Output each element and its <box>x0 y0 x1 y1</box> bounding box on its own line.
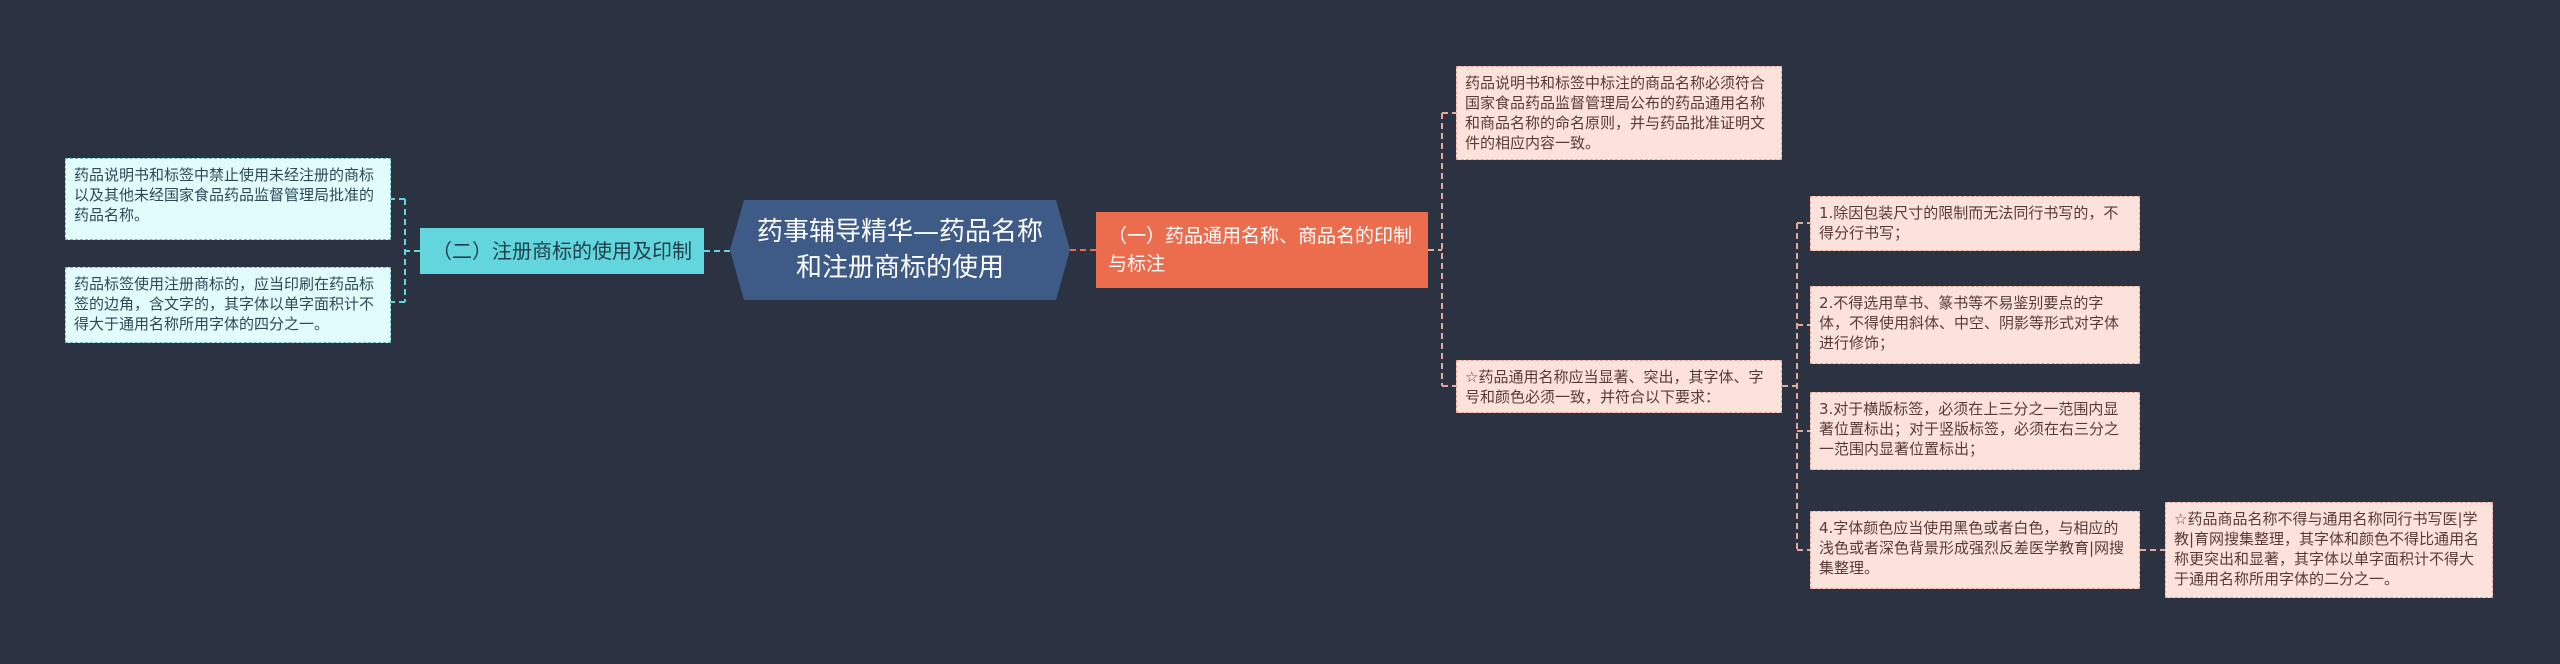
leaf-text: 4.字体颜色应当使用黑色或者白色，与相应的浅色或者深色背景形成强烈反差医学教育|… <box>1819 519 2125 577</box>
leaf-text: 1.除因包装尺寸的限制而无法同行书写的，不得分行书写； <box>1819 204 2119 242</box>
requirement-item-2[interactable]: 2.不得选用草书、篆书等不易鉴别要点的字体，不得使用斜体、中空、阴影等形式对字体… <box>1810 286 2140 364</box>
leaf-naming-principle[interactable]: 药品说明书和标签中标注的商品名称必须符合国家食品药品监督管理局公布的药品通用名称… <box>1456 66 1782 160</box>
leaf-text: ☆药品通用名称应当显著、突出，其字体、字号和颜色必须一致，并符合以下要求： <box>1465 368 1764 406</box>
requirement-item-1[interactable]: 1.除因包装尺寸的限制而无法同行书写的，不得分行书写； <box>1810 196 2140 251</box>
leaf-trademark-2[interactable]: 药品标签使用注册商标的，应当印刷在药品标签的边角，含文字的，其字体以单字面积计不… <box>65 267 391 343</box>
branch-trademark[interactable]: （二）注册商标的使用及印制 <box>420 228 704 274</box>
requirement-item-3[interactable]: 3.对于横版标签，必须在上三分之一范围内显著位置标出；对于竖版标签，必须在右三分… <box>1810 392 2140 470</box>
root-topic[interactable]: 药事辅导精华—药品名称和注册商标的使用 <box>730 200 1070 300</box>
branch-trademark-label: （二）注册商标的使用及印制 <box>432 239 692 263</box>
leaf-text: 3.对于横版标签，必须在上三分之一范围内显著位置标出；对于竖版标签，必须在右三分… <box>1819 400 2120 458</box>
leaf-brand-name-note[interactable]: ☆药品商品名称不得与通用名称同行书写医|学教|育网搜集整理，其字体和颜色不得比通… <box>2165 502 2493 598</box>
branch-generic-names-label: （一）药品通用名称、商品名的印制与标注 <box>1108 225 1413 275</box>
leaf-trademark-1[interactable]: 药品说明书和标签中禁止使用未经注册的商标以及其他未经国家食品药品监督管理局批准的… <box>65 158 391 240</box>
leaf-generic-requirements[interactable]: ☆药品通用名称应当显著、突出，其字体、字号和颜色必须一致，并符合以下要求： <box>1456 360 1782 413</box>
leaf-text: 药品说明书和标签中标注的商品名称必须符合国家食品药品监督管理局公布的药品通用名称… <box>1465 74 1766 152</box>
leaf-text: 药品标签使用注册商标的，应当印刷在药品标签的边角，含文字的，其字体以单字面积计不… <box>74 275 375 333</box>
leaf-text: 药品说明书和标签中禁止使用未经注册的商标以及其他未经国家食品药品监督管理局批准的… <box>74 166 375 224</box>
leaf-text: ☆药品商品名称不得与通用名称同行书写医|学教|育网搜集整理，其字体和颜色不得比通… <box>2174 510 2480 588</box>
branch-generic-names[interactable]: （一）药品通用名称、商品名的印制与标注 <box>1096 212 1428 288</box>
connector-right-leaves <box>1428 112 1456 387</box>
connector-requirements <box>1782 222 1810 551</box>
requirement-item-4[interactable]: 4.字体颜色应当使用黑色或者白色，与相应的浅色或者深色背景形成强烈反差医学教育|… <box>1810 511 2140 589</box>
root-title: 药事辅导精华—药品名称和注册商标的使用 <box>756 217 1043 283</box>
leaf-text: 2.不得选用草书、篆书等不易鉴别要点的字体，不得使用斜体、中空、阴影等形式对字体… <box>1819 294 2120 352</box>
connector-left-leaves <box>390 198 420 303</box>
